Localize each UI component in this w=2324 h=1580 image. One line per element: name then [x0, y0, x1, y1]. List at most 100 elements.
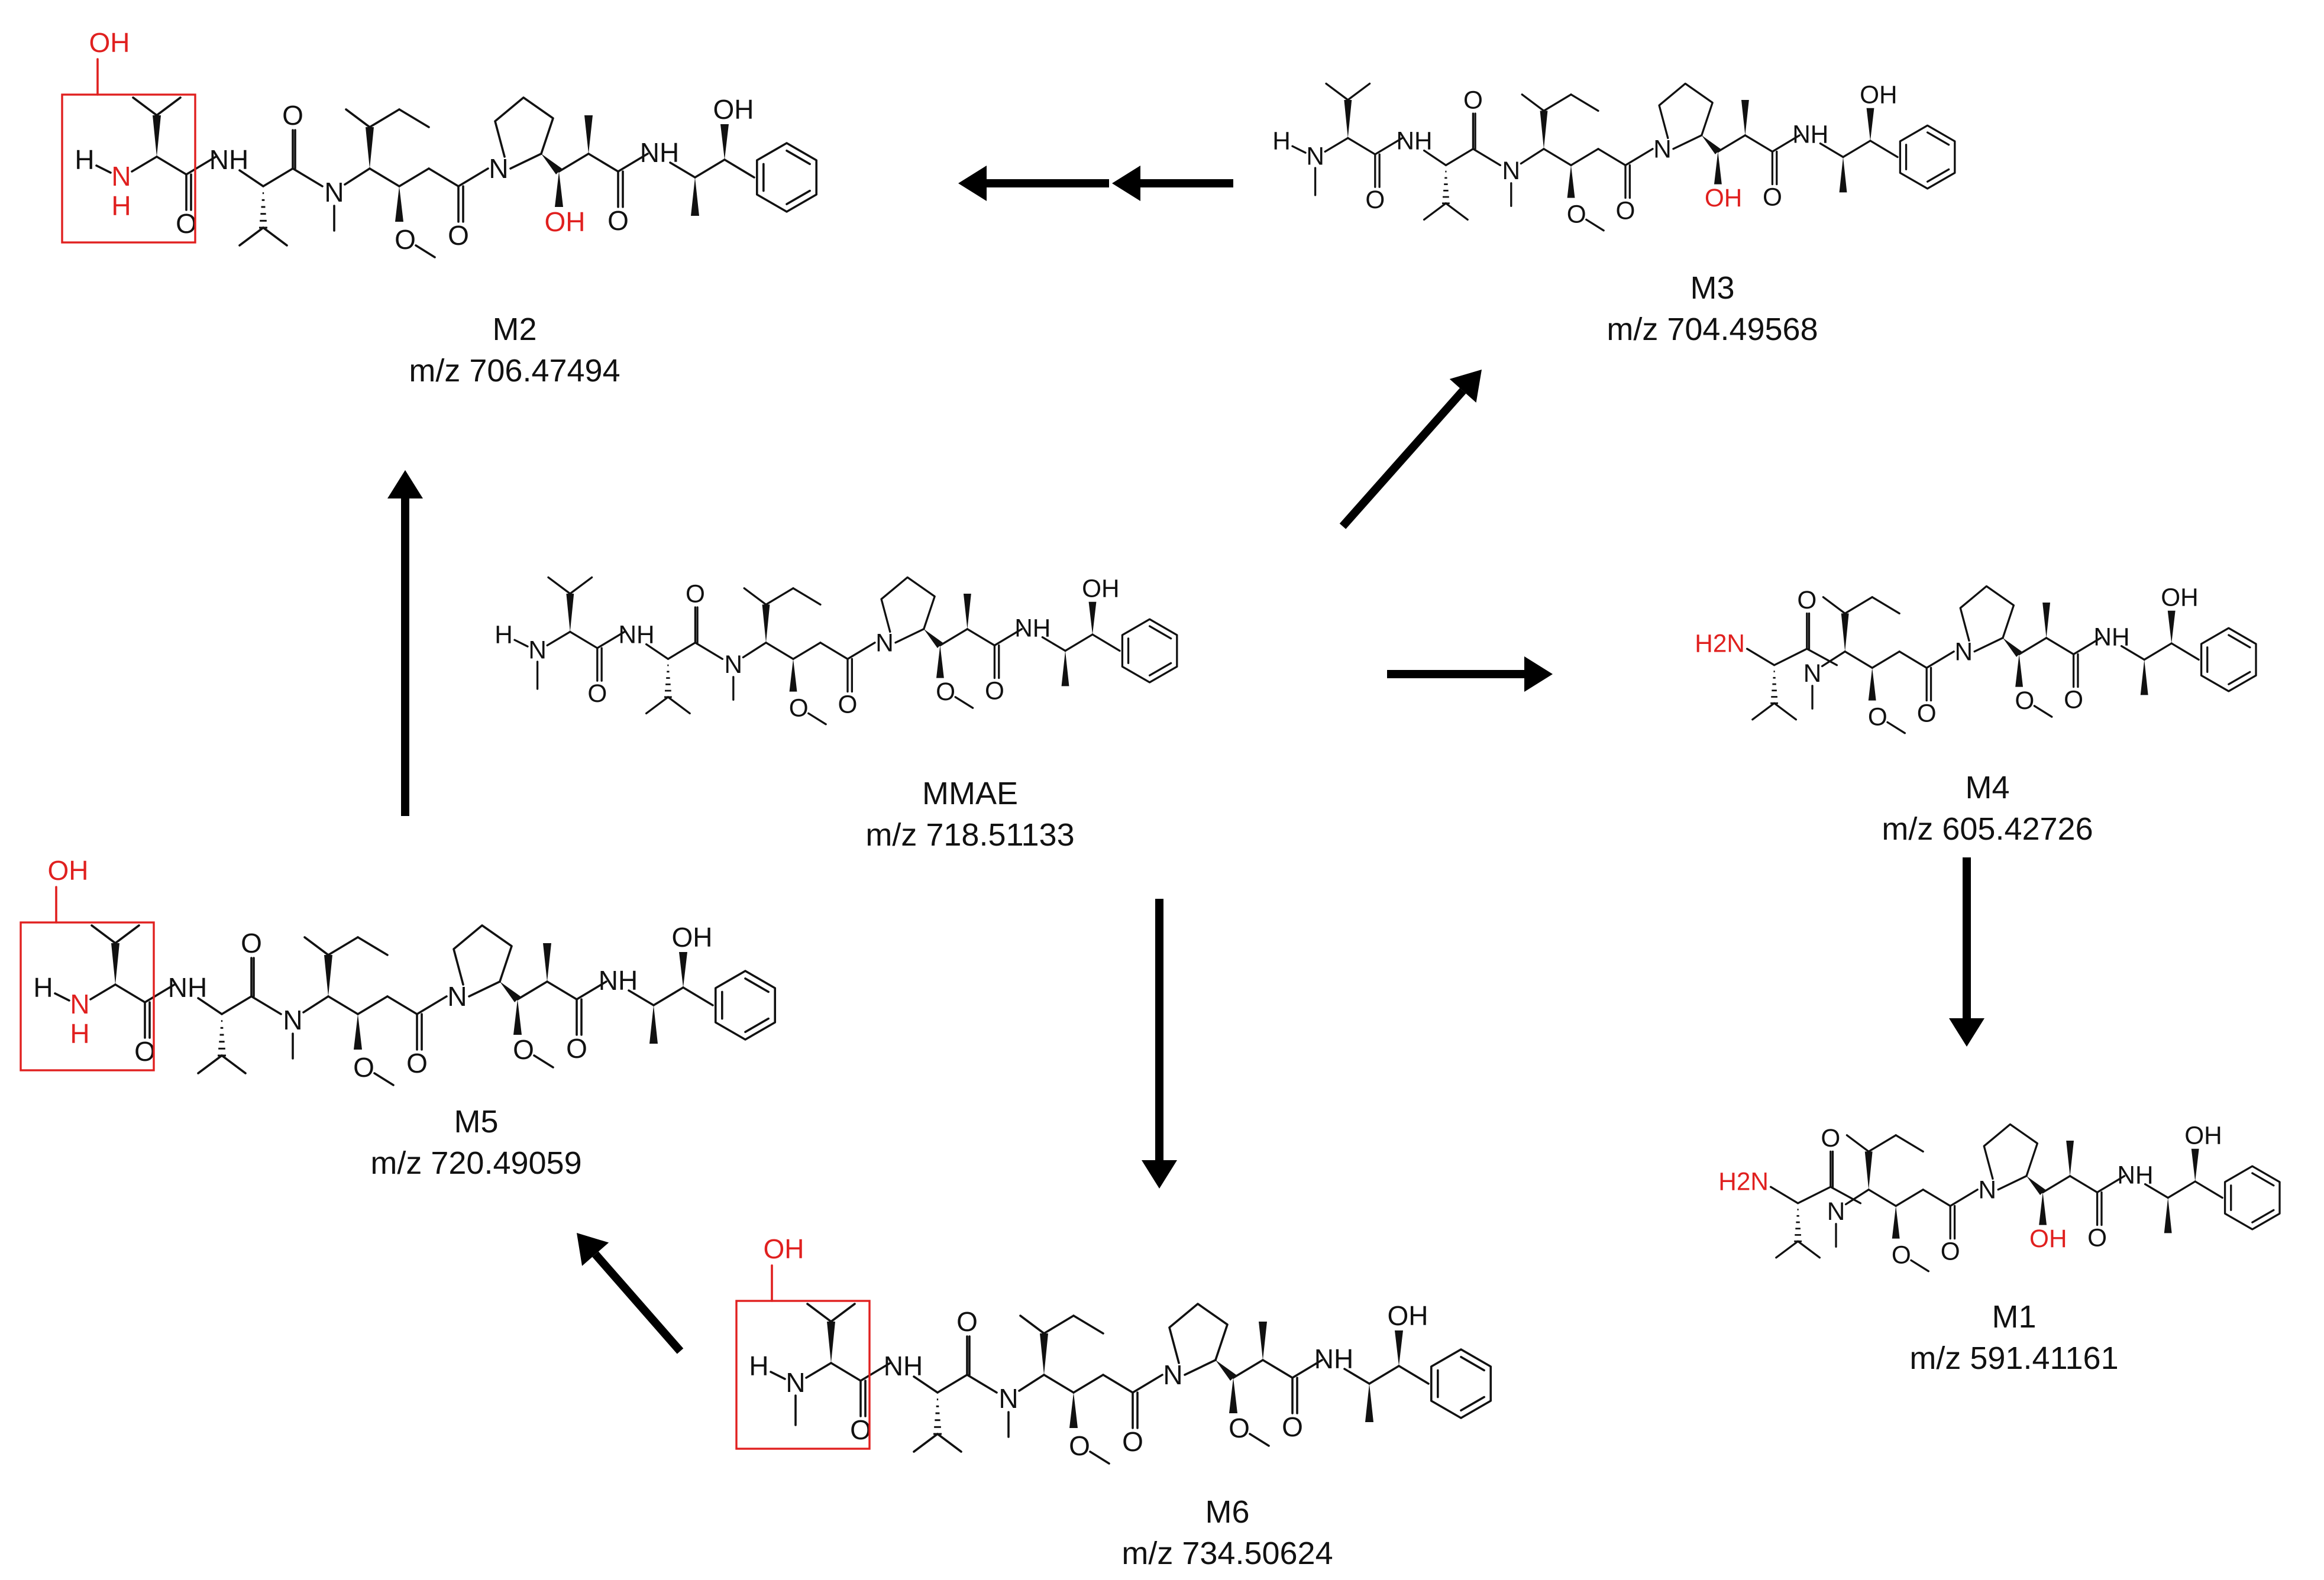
hydroxyl-label: OH [2029, 1225, 2067, 1252]
nh-label: NH [1014, 614, 1051, 642]
bond [1959, 585, 2015, 642]
wedge-bond [1088, 601, 1097, 634]
bond [913, 1433, 939, 1453]
arrow-m4-to-m1 [1949, 857, 1984, 1047]
bond [1072, 1314, 1104, 1335]
wedge-bond [649, 1005, 658, 1044]
phenyl-ring [2200, 627, 2257, 692]
bond [1771, 134, 1801, 153]
bond [1398, 1365, 1430, 1385]
h-label: H [1272, 127, 1291, 155]
wedge-bond [1365, 1384, 1373, 1422]
bond [1291, 145, 1307, 154]
wedge-bond [2066, 1141, 2074, 1176]
bond [54, 992, 70, 1002]
bond [90, 924, 117, 944]
wedge-bond [1344, 100, 1352, 138]
nh-label: NH [209, 144, 248, 175]
arrow-head [1112, 166, 1140, 201]
amine-label: H2N [1695, 630, 1745, 658]
bond [156, 156, 188, 176]
bond [302, 995, 329, 1014]
bond [1184, 1359, 1217, 1376]
modification-box [20, 921, 155, 1071]
wedge-bond [1259, 1322, 1267, 1360]
bond [1744, 134, 1774, 153]
phenyl-ring [1121, 618, 1178, 684]
wedge-bond [366, 127, 374, 169]
bond [2167, 1180, 2196, 1199]
bond [1444, 202, 1469, 221]
bond [1041, 636, 1066, 652]
methoxy-o: O [1892, 1241, 1911, 1269]
bond [1845, 1134, 1870, 1153]
wedge-bond [543, 943, 551, 982]
bond [1132, 1374, 1163, 1394]
bond [880, 576, 936, 633]
bond [1886, 721, 1906, 734]
bond [144, 983, 176, 1003]
carbonyl-o: O [282, 100, 303, 131]
bond [516, 980, 548, 1001]
bond [576, 980, 607, 1001]
arrow-mmae-to-m3 [1339, 370, 1482, 529]
bond [398, 167, 430, 187]
modification-box [61, 93, 196, 244]
aromatic-bond [1460, 1355, 1485, 1372]
nh-label: NH [1314, 1343, 1353, 1374]
wedge-bond [923, 629, 943, 648]
wedge-bond [1540, 111, 1548, 149]
bond [197, 997, 223, 1015]
compound-mz-m1: m/z 591.41161 [1909, 1341, 2118, 1376]
methoxy-o: O [353, 1052, 374, 1083]
bond [682, 986, 714, 1006]
wedge-bond [111, 943, 119, 985]
bond [558, 153, 590, 173]
bond [1543, 148, 1572, 167]
bond [1585, 218, 1605, 232]
bond [1773, 647, 1808, 666]
bond [1102, 1374, 1134, 1394]
n-label: N [111, 161, 131, 192]
wedge-bond [2140, 659, 2148, 695]
bond [765, 642, 794, 661]
nh-label: NH [2093, 623, 2129, 650]
carbonyl-o: O [1282, 1411, 1303, 1442]
bond [2194, 1180, 2223, 1199]
bond [1821, 650, 1846, 668]
bond [1368, 1365, 1400, 1385]
bond [1997, 1175, 2028, 1191]
wedge-bond [153, 115, 161, 157]
compound-name-m3: M3 [1690, 270, 1734, 306]
wedge-bond [1040, 1333, 1048, 1375]
bond [792, 642, 822, 661]
nh-h-label: H [111, 190, 131, 221]
carbonyl-o: O [607, 205, 629, 236]
hydroxyl-label: OH [1705, 184, 1742, 212]
bond [369, 167, 400, 187]
bond [513, 639, 529, 647]
hydroxyl-label: OH [764, 1233, 804, 1264]
bond [416, 995, 448, 1015]
bond [494, 96, 554, 158]
bond [1043, 1374, 1075, 1394]
h-label: H [33, 972, 53, 1003]
carbonyl-o: O [566, 1033, 587, 1064]
hydroxyl-label: OH [1860, 80, 1897, 108]
arrow-m6-to-m5 [577, 1233, 684, 1354]
bond [357, 936, 389, 956]
bond [2033, 705, 2053, 718]
n-label: N [528, 636, 547, 663]
n-label: N [1306, 142, 1324, 170]
carbonyl-o: O [176, 208, 197, 239]
aromatic-bond [2228, 671, 2251, 685]
n-methyl-label: N [1827, 1197, 1845, 1225]
wedge-bond [1069, 1393, 1078, 1428]
wedge-bond [2003, 637, 2022, 657]
hydroxyl-label: OH [89, 27, 130, 58]
wedge-bond [395, 186, 403, 222]
